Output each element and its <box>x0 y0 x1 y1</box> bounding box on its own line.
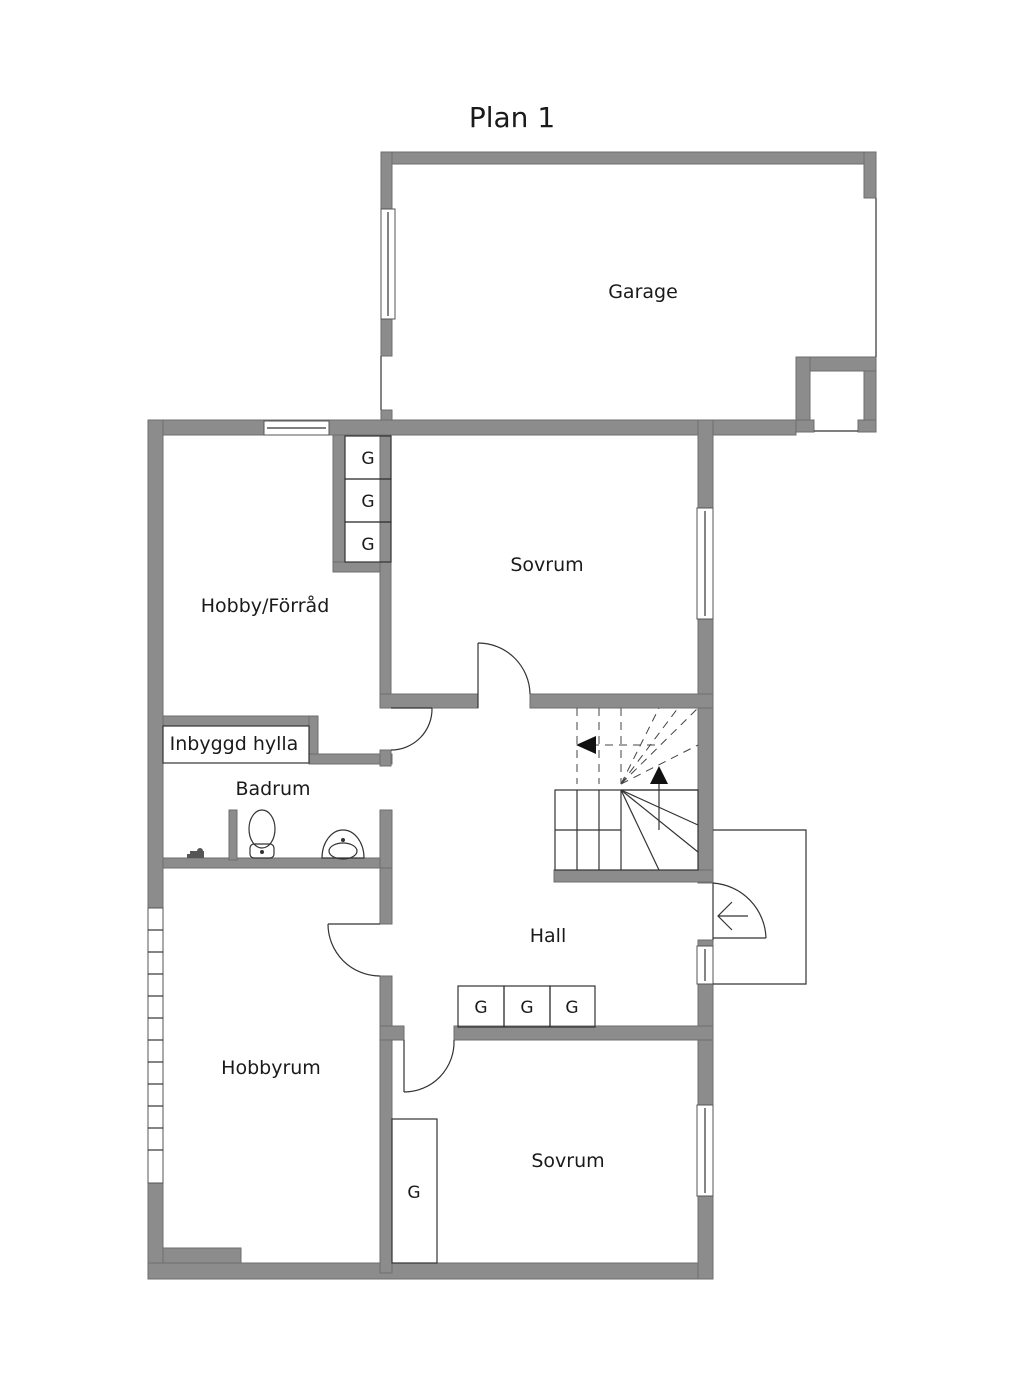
stair-arrow-up-icon <box>650 766 668 784</box>
lower-closet-label: G <box>407 1183 420 1203</box>
closets-hall <box>457 985 596 1028</box>
closet-label-3: G <box>361 535 374 555</box>
interior-walls <box>162 434 714 1274</box>
stair-arrow-left-icon <box>576 736 596 754</box>
room-label-inbyggd-hylla: Inbyggd hylla <box>170 733 299 755</box>
left-window-segments <box>148 929 163 1151</box>
hall-closet-label-3: G <box>565 998 578 1018</box>
room-label-hobby-forrad: Hobby/Förråd <box>201 594 330 617</box>
doors <box>327 642 807 1093</box>
sink-icon <box>321 829 365 860</box>
garage-window <box>380 208 396 320</box>
room-label-badrum: Badrum <box>235 778 310 800</box>
stairs <box>554 707 699 871</box>
hall-closet-label-2: G <box>520 998 533 1018</box>
closet-label-2: G <box>361 492 374 512</box>
built-in-shelf <box>162 725 310 764</box>
room-label-sovrum-lower: Sovrum <box>531 1150 604 1172</box>
closet-lower <box>391 1118 438 1264</box>
plan-title: Plan 1 <box>469 101 555 134</box>
faucet-icon <box>187 848 204 858</box>
hall-closet-label-1: G <box>474 998 487 1018</box>
room-label-hall: Hall <box>530 925 567 947</box>
room-label-garage: Garage <box>608 281 678 303</box>
closet-label-1: G <box>361 449 374 469</box>
closets-upper <box>344 435 392 563</box>
house-windows <box>147 420 714 1197</box>
toilet-icon <box>248 809 276 859</box>
room-label-sovrum-upper: Sovrum <box>510 554 583 576</box>
room-label-hobbyrum: Hobbyrum <box>221 1057 321 1079</box>
